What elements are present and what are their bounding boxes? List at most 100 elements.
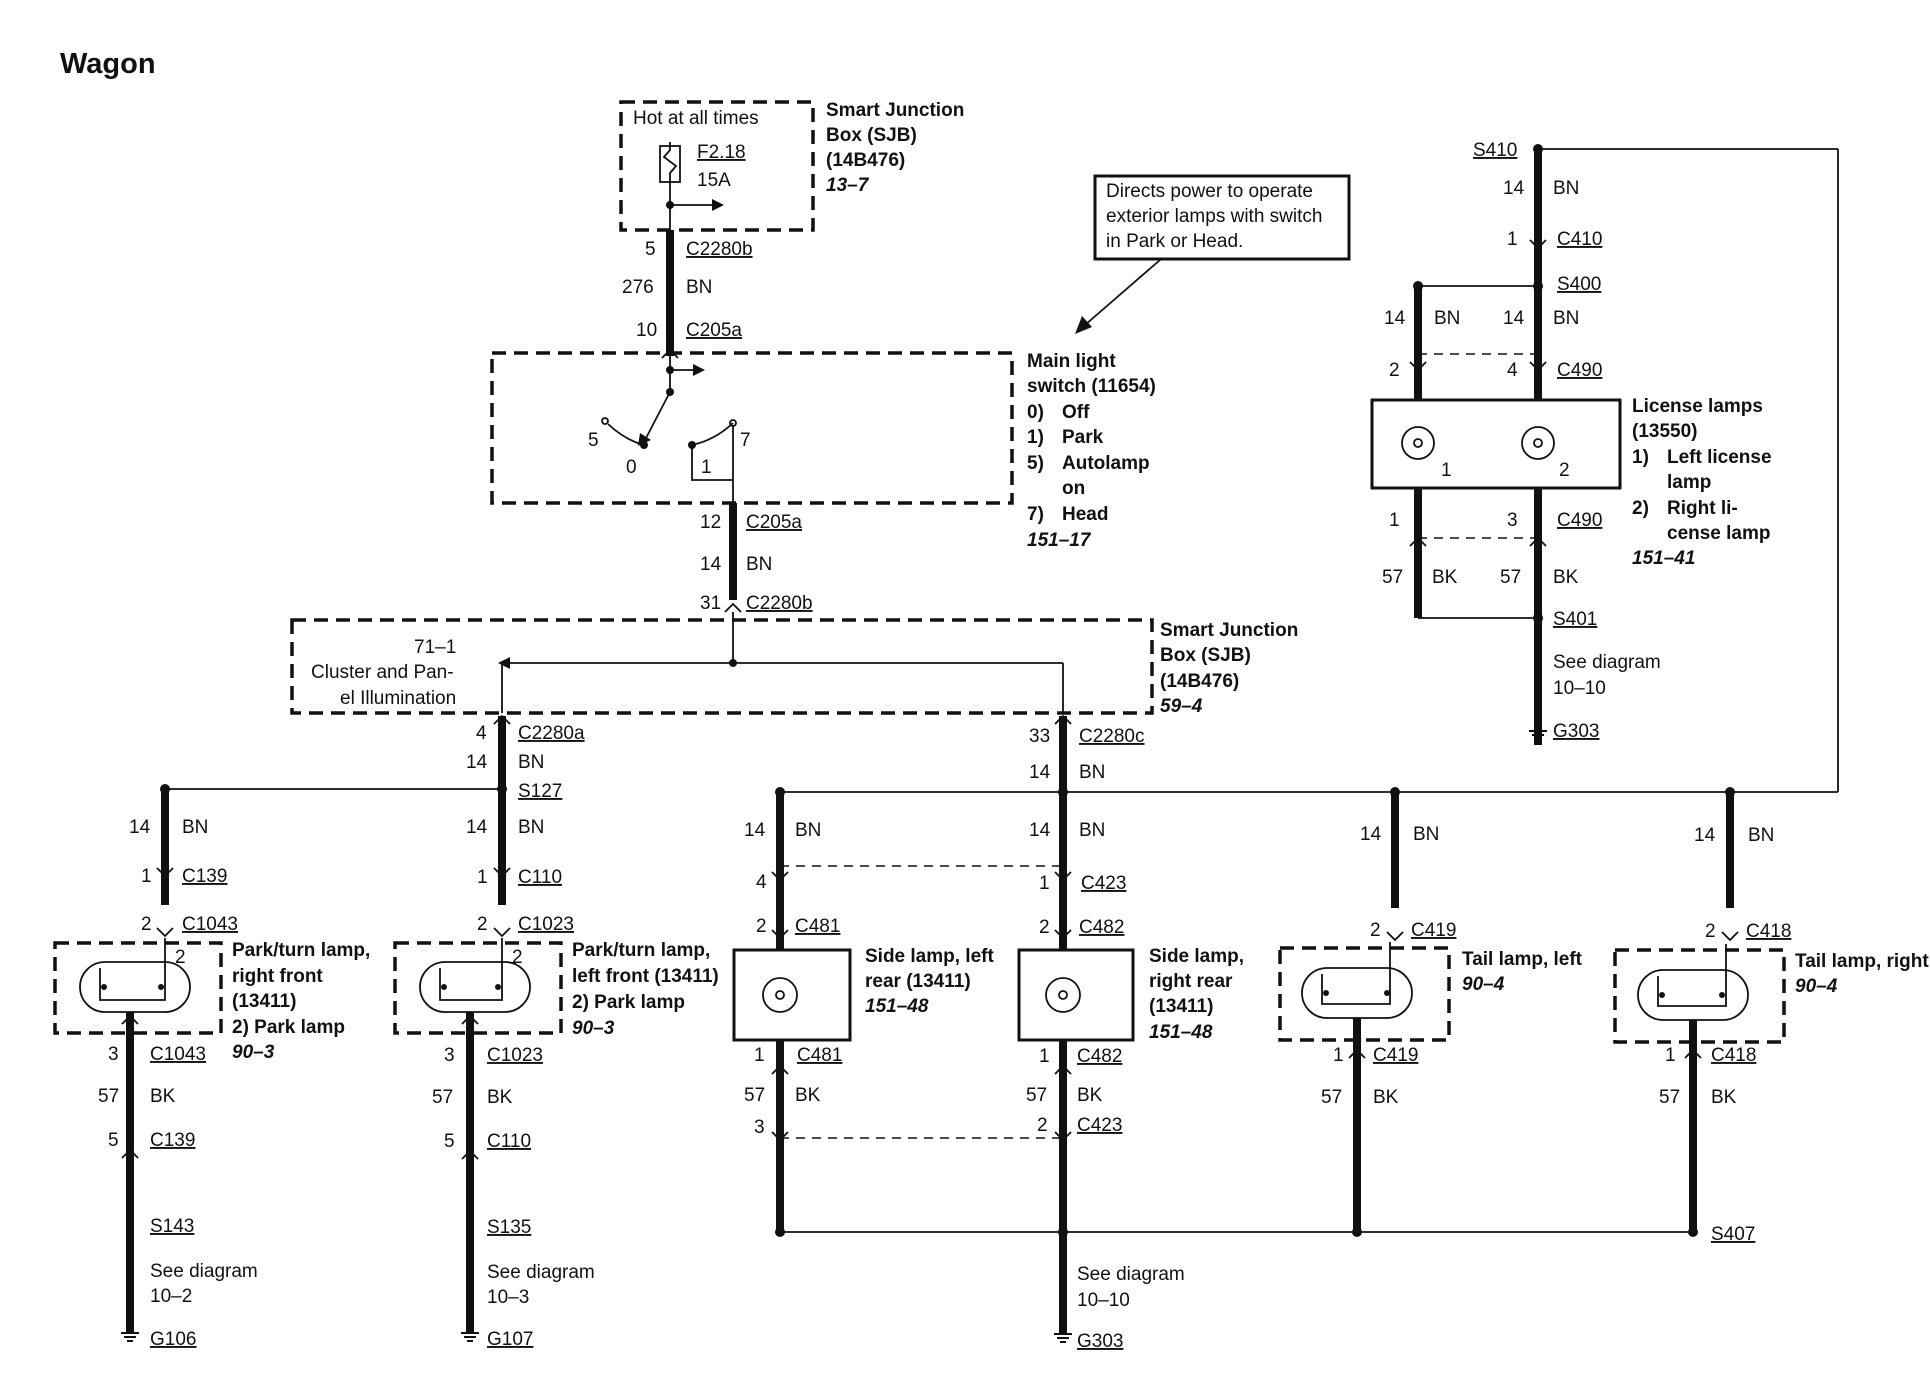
svg-text:C2280a: C2280a xyxy=(518,723,585,744)
svg-text:57: 57 xyxy=(1026,1085,1047,1106)
svg-text:S410: S410 xyxy=(1473,140,1517,161)
svg-text:57: 57 xyxy=(1500,567,1521,588)
svg-text:G303: G303 xyxy=(1553,721,1599,742)
svg-text:14: 14 xyxy=(1503,178,1525,199)
svg-text:C482: C482 xyxy=(1079,917,1124,938)
fuse-amps: 15A xyxy=(697,170,731,191)
svg-text:7): 7) xyxy=(1027,504,1044,525)
svg-text:5: 5 xyxy=(444,1131,455,1152)
sjb-top: Hot at all times F2.18 15A Smart Junctio… xyxy=(619,100,964,232)
svg-text:57: 57 xyxy=(432,1087,453,1108)
svg-text:See diagram: See diagram xyxy=(487,1262,595,1283)
svg-text:57: 57 xyxy=(1382,567,1403,588)
svg-text:31: 31 xyxy=(700,593,721,614)
svg-text:Smart Junction: Smart Junction xyxy=(1160,620,1298,641)
svg-text:71–1: 71–1 xyxy=(414,637,456,658)
svg-text:Directs power to operate: Directs power to operate xyxy=(1106,181,1313,202)
svg-text:BN: BN xyxy=(1079,820,1105,841)
svg-text:See diagram: See diagram xyxy=(150,1261,258,1282)
tail-lamp-left: 14 BN 2 C419 Tail lamp, left 90–4 1 C419… xyxy=(1278,792,1583,1232)
svg-text:14: 14 xyxy=(1360,824,1382,845)
svg-text:2) Park lamp: 2) Park lamp xyxy=(232,1017,345,1038)
svg-text:Right li-: Right li- xyxy=(1667,498,1738,519)
svg-text:Park: Park xyxy=(1062,427,1104,448)
svg-text:C490: C490 xyxy=(1557,510,1602,531)
svg-text:276: 276 xyxy=(622,277,654,298)
svg-text:C139: C139 xyxy=(150,1130,195,1151)
svg-text:14: 14 xyxy=(1384,308,1406,329)
svg-text:4: 4 xyxy=(1507,360,1518,381)
svg-text:S407: S407 xyxy=(1711,1224,1755,1245)
svg-text:33: 33 xyxy=(1029,726,1050,747)
svg-text:1: 1 xyxy=(1039,1046,1050,1067)
fuse-id: F2.18 xyxy=(697,142,746,163)
svg-text:Tail lamp, right: Tail lamp, right xyxy=(1795,951,1929,972)
svg-text:BK: BK xyxy=(150,1086,176,1107)
svg-text:BN: BN xyxy=(686,277,712,298)
svg-text:BN: BN xyxy=(1434,308,1460,329)
svg-text:2: 2 xyxy=(756,916,767,937)
svg-text:0): 0) xyxy=(1027,402,1044,423)
license-lamps: S410 14 BN 1 C410 S400 14 BN 14 BN 2 4 C… xyxy=(1370,140,1772,745)
svg-text:10: 10 xyxy=(636,320,657,341)
svg-text:2: 2 xyxy=(1705,921,1716,942)
svg-text:0: 0 xyxy=(626,457,637,478)
svg-text:57: 57 xyxy=(98,1086,119,1107)
svg-text:BK: BK xyxy=(1432,567,1458,588)
svg-text:(13411): (13411) xyxy=(1149,996,1213,1017)
svg-text:1: 1 xyxy=(141,866,152,887)
svg-text:C1023: C1023 xyxy=(518,914,574,935)
svg-text:C139: C139 xyxy=(182,866,227,887)
park-turn-lamp-right-front: 14 BN 1 C139 2 C1043 2 Park/turn lamp, r… xyxy=(53,789,370,1350)
svg-text:5): 5) xyxy=(1027,453,1044,474)
svg-text:exterior lamps with switch: exterior lamps with switch xyxy=(1106,206,1322,227)
svg-text:10–10: 10–10 xyxy=(1553,678,1606,699)
svg-text:C2280c: C2280c xyxy=(1079,726,1145,747)
svg-text:BK: BK xyxy=(1711,1087,1737,1108)
svg-text:Autolamp: Autolamp xyxy=(1062,453,1150,474)
svg-text:right rear: right rear xyxy=(1149,971,1233,992)
svg-text:90–4: 90–4 xyxy=(1462,974,1505,995)
svg-text:rear (13411): rear (13411) xyxy=(865,971,971,992)
svg-text:2: 2 xyxy=(1370,920,1381,941)
svg-text:G303: G303 xyxy=(1077,1331,1123,1352)
svg-text:(13550): (13550) xyxy=(1632,421,1698,442)
svg-text:5: 5 xyxy=(588,430,599,451)
svg-text:14: 14 xyxy=(1029,762,1051,783)
svg-text:C490: C490 xyxy=(1557,360,1602,381)
hot-at-all-times-label: Hot at all times xyxy=(633,108,759,129)
svg-text:1: 1 xyxy=(1507,229,1518,250)
svg-text:BN: BN xyxy=(1553,178,1579,199)
svg-text:lamp: lamp xyxy=(1667,472,1711,493)
svg-text:S400: S400 xyxy=(1557,274,1601,295)
svg-text:5: 5 xyxy=(645,239,656,260)
svg-text:C2280b: C2280b xyxy=(746,593,813,614)
svg-text:4: 4 xyxy=(476,723,487,744)
svg-text:4: 4 xyxy=(756,872,767,893)
svg-text:C419: C419 xyxy=(1373,1045,1418,1066)
svg-text:1: 1 xyxy=(754,1045,765,1066)
svg-text:BN: BN xyxy=(795,820,821,841)
svg-text:C482: C482 xyxy=(1077,1046,1122,1067)
svg-text:59–4: 59–4 xyxy=(1160,696,1203,717)
svg-text:1): 1) xyxy=(1027,427,1044,448)
svg-text:2: 2 xyxy=(175,947,186,968)
svg-text:Box (SJB): Box (SJB) xyxy=(1160,645,1251,666)
svg-text:C110: C110 xyxy=(487,1131,531,1152)
svg-text:switch (11654): switch (11654) xyxy=(1027,376,1156,397)
svg-text:2: 2 xyxy=(512,947,523,968)
svg-text:BN: BN xyxy=(518,817,544,838)
svg-text:BN: BN xyxy=(746,554,772,575)
svg-text:C205a: C205a xyxy=(686,320,742,341)
svg-text:2: 2 xyxy=(141,914,152,935)
svg-text:C410: C410 xyxy=(1557,229,1602,250)
tail-lamp-right: 14 BN 2 C418 Tail lamp, right 90–4 1 C41… xyxy=(1613,792,1929,1245)
svg-text:G106: G106 xyxy=(150,1329,196,1350)
svg-text:C110: C110 xyxy=(518,867,562,888)
svg-text:S401: S401 xyxy=(1553,609,1597,630)
note-box: Directs power to operate exterior lamps … xyxy=(1075,174,1351,334)
svg-text:C481: C481 xyxy=(797,1045,842,1066)
svg-text:C423: C423 xyxy=(1077,1115,1122,1136)
svg-text:in Park or Head.: in Park or Head. xyxy=(1106,231,1243,252)
